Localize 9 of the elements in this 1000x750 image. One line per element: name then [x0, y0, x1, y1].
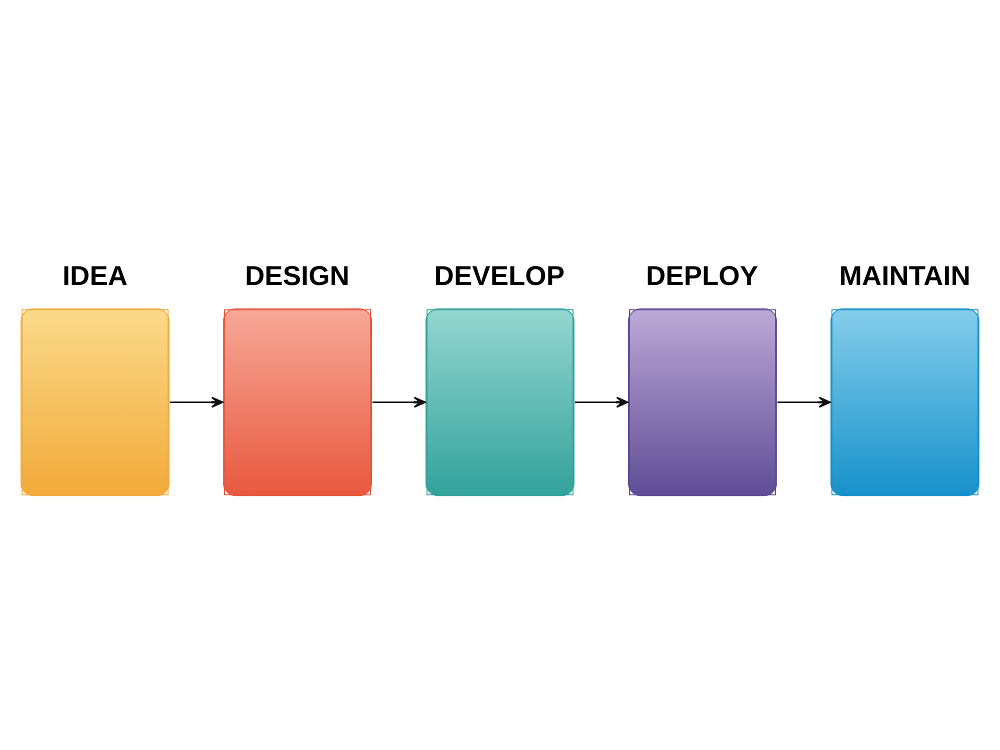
node-label: DEVELOP	[434, 260, 565, 291]
arrow	[372, 396, 426, 408]
node-label: IDEA	[62, 260, 128, 291]
node-label: DESIGN	[244, 260, 350, 291]
arrow	[777, 396, 831, 408]
node-label: MAINTAIN	[839, 260, 970, 291]
arrow	[574, 396, 628, 408]
arrow	[170, 396, 224, 408]
node-label: DEPLOY	[646, 260, 758, 291]
